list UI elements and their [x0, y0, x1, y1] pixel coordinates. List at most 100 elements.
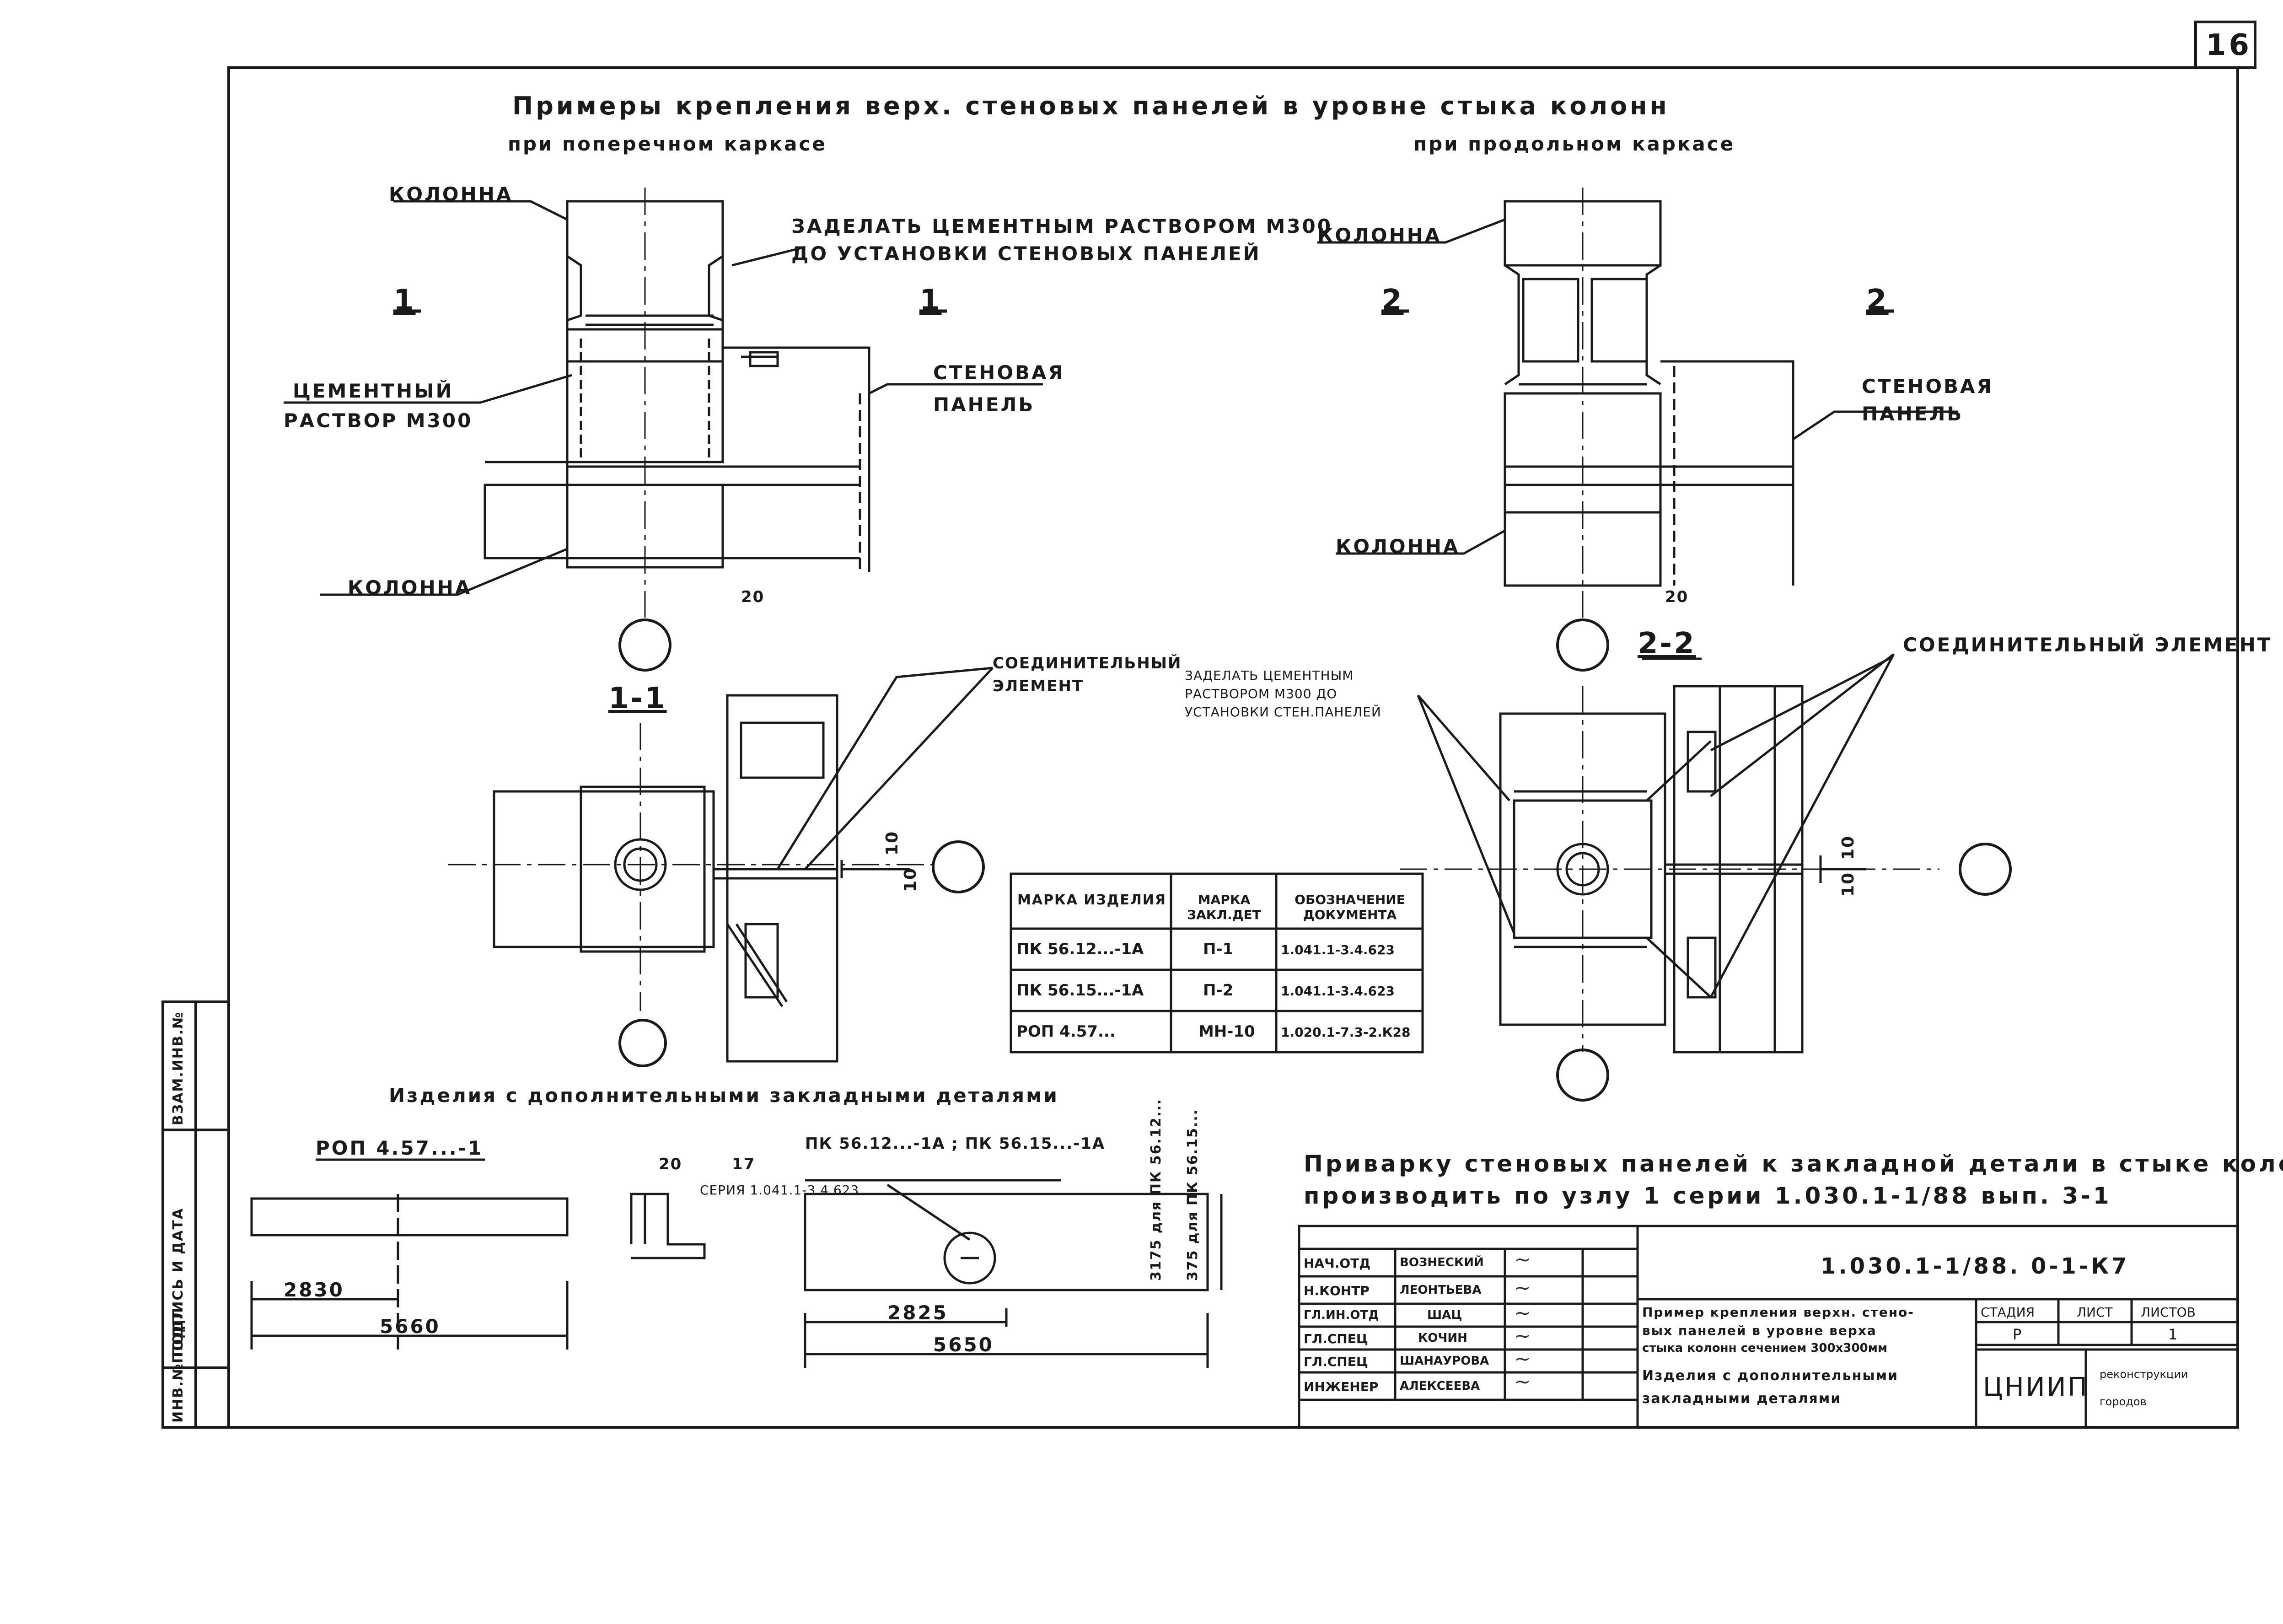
- stamp-role-6: ИНЖЕНЕР: [1304, 1379, 1379, 1394]
- page-title: Примеры крепления верх. стеновых панелей…: [512, 91, 1670, 120]
- label-cut-1-right: 1: [919, 284, 942, 317]
- label-zadelat-1: ЗАДЕЛАТЬ ЦЕМЕНТНЫМ РАСТВОРОМ М300: [791, 215, 1332, 237]
- note-line-2: производить по узлу 1 серии 1.030.1-1/88…: [1304, 1183, 2112, 1209]
- title-block-grid: [1298, 1225, 2239, 1429]
- label-soed-full: СОЕДИНИТЕЛЬНЫЙ ЭЛЕМЕНТ: [1903, 634, 2272, 656]
- stamp-desc-5: закладными деталями: [1642, 1391, 1842, 1407]
- table-header-3: ОБОЗНАЧЕНИЕ ДОКУМЕНТА: [1295, 892, 1405, 922]
- label-zadelat-small-3: УСТАНОВКИ СТЕН.ПАНЕЛЕЙ: [1185, 704, 1381, 720]
- table-header-2: МАРКА ЗАКЛ.ДЕТ: [1187, 892, 1261, 922]
- dim-2830: 2830: [284, 1279, 344, 1301]
- dim-375: 375 для ПК 56.15...: [1185, 1108, 1201, 1281]
- stamp-org-sub2: городов: [2100, 1395, 2147, 1408]
- signature-1: ~: [1514, 1248, 1531, 1271]
- section-2-2: [1400, 653, 1939, 1054]
- dim-3175: 3175 для ПК 56.12...: [1148, 1098, 1164, 1281]
- sheet-frame: [227, 66, 2239, 1429]
- label-kolonna-top-left: КОЛОННА: [389, 183, 513, 205]
- stamp-listov-label: ЛИСТОВ: [2141, 1305, 2196, 1320]
- axis-marker-1b: [932, 840, 985, 893]
- label-kolonna-bottom-left: КОЛОННА: [348, 576, 472, 599]
- axis-marker-2b: [1959, 843, 2012, 896]
- bottom-details: [250, 1158, 1223, 1368]
- label-dim-10-c: 10: [1839, 835, 1858, 860]
- axis-marker-2: [1556, 618, 1609, 672]
- label-zadelat-small-2: РАСТВОРОМ М300 ДО: [1185, 686, 1338, 701]
- signature-2: ~: [1514, 1276, 1531, 1300]
- signature-4: ~: [1514, 1324, 1531, 1348]
- stamp-name-1: ВОЗНЕСКИЙ: [1400, 1256, 1484, 1269]
- stamp-list-label: ЛИСТ: [2077, 1305, 2113, 1320]
- table-cell-r2c3: 1.041.1-3.4.623: [1281, 984, 1395, 999]
- stamp-role-2: Н.КОНТР: [1304, 1283, 1370, 1298]
- stamp-list: 1: [2168, 1326, 2178, 1343]
- stamp-name-6: АЛЕКСЕЕВА: [1400, 1379, 1480, 1393]
- label-zadelat-small-1: ЗАДЕЛАТЬ ЦЕМЕНТНЫМ: [1185, 668, 1354, 683]
- stamp-org: ЦНИИП: [1983, 1372, 2089, 1402]
- stamp-role-1: НАЧ.ОТД: [1304, 1256, 1371, 1271]
- stamp-role-4: ГЛ.СПЕЦ: [1304, 1331, 1368, 1346]
- stamp-stadia-label: СТАДИЯ: [1981, 1305, 2035, 1320]
- parts-table-grid: [1010, 872, 1424, 1054]
- doc-code: 1.030.1-1/88. 0-1-К7: [1821, 1253, 2130, 1279]
- label-seriya: СЕРИЯ 1.041.1-3.4.623: [700, 1183, 859, 1198]
- table-cell-r3c2: МН-10: [1198, 1022, 1255, 1041]
- axis-marker-1c: [618, 1019, 667, 1067]
- label-dim-10-b: 10: [901, 867, 920, 892]
- subtitle-right: при продольном каркасе: [1413, 133, 1735, 155]
- stamp-role-3: ГЛ.ИН.ОТД: [1304, 1308, 1379, 1322]
- note-line-1: Приварку стеновых панелей к закладной де…: [1304, 1151, 2283, 1177]
- label-stenovaya-left-2: ПАНЕЛЬ: [933, 393, 1035, 416]
- table-cell-r2c2: П-2: [1203, 981, 1234, 1000]
- label-section-2-2: 2-2: [1638, 627, 1696, 661]
- label-kolonna-bottom-right: КОЛОННА: [1336, 535, 1460, 558]
- dim-5650: 5650: [933, 1334, 994, 1356]
- stamp-org-sub1: реконструкции: [2100, 1368, 2188, 1381]
- stamp-name-2: ЛЕОНТЬЕВА: [1400, 1283, 1482, 1297]
- label-dim-17-bottom: 17: [732, 1155, 756, 1173]
- side-stamp-podpis: ПОДПИСЬ И ДАТА: [170, 1207, 186, 1363]
- stamp-desc-1: Пример крепления верхн. стено-: [1642, 1305, 1914, 1320]
- label-cut-1-left: 1: [393, 284, 416, 317]
- axis-marker-1: [618, 618, 671, 672]
- table-cell-r3c1: РОП 4.57...: [1016, 1022, 1116, 1041]
- label-rop: РОП 4.57...-1: [316, 1137, 483, 1159]
- label-pk: ПК 56.12...-1А ; ПК 56.15...-1А: [805, 1135, 1106, 1153]
- label-tsem-2: РАСТВОР М300: [284, 409, 473, 432]
- label-dim-20-right: 20: [1665, 588, 1689, 606]
- label-zadelat-2: ДО УСТАНОВКИ СТЕНОВЫХ ПАНЕЛЕЙ: [791, 242, 1261, 265]
- table-cell-r3c3: 1.020.1-7.3-2.К28: [1281, 1025, 1411, 1040]
- sheet-number: 16: [2206, 28, 2252, 62]
- label-stenovaya-left-1: СТЕНОВАЯ: [933, 361, 1065, 384]
- side-stamp-vzam: ВЗАМ.ИНВ.№: [170, 1011, 186, 1125]
- dim-2825: 2825: [887, 1301, 948, 1324]
- stamp-name-4: КОЧИН: [1418, 1331, 1467, 1345]
- signature-6: ~: [1514, 1370, 1531, 1393]
- subtitle-left: при поперечном каркасе: [508, 133, 827, 155]
- stamp-name-5: ШАНАУРОВА: [1400, 1354, 1489, 1368]
- label-dim-10-d: 10: [1839, 871, 1858, 897]
- stamp-stadia: Р: [2013, 1326, 2022, 1343]
- label-dim-10-a: 10: [883, 830, 902, 855]
- label-dim-20-left: 20: [741, 588, 765, 606]
- stamp-desc-3: стыка колонн сечением 300х300мм: [1642, 1341, 1888, 1355]
- stamp-role-5: ГЛ.СПЕЦ: [1304, 1354, 1368, 1369]
- table-cell-r2c1: ПК 56.15...-1А: [1016, 981, 1144, 1000]
- label-tsem-1: ЦЕМЕНТНЫЙ: [293, 380, 454, 402]
- label-kolonna-top-right: КОЛОННА: [1317, 224, 1442, 247]
- section-1-1: [448, 667, 994, 1063]
- sheet-number-box: [2194, 21, 2256, 69]
- table-cell-r1c2: П-1: [1203, 940, 1234, 958]
- signature-5: ~: [1514, 1347, 1531, 1371]
- stamp-desc-2: вых панелей в уровне верха: [1642, 1323, 1877, 1338]
- upper-left-drawing: [284, 188, 1043, 618]
- label-dim-20-bottom: 20: [659, 1155, 682, 1173]
- table-header-1: МАРКА ИЗДЕЛИЯ: [1017, 892, 1166, 908]
- stamp-desc-4: Изделия с дополнительными: [1642, 1368, 1899, 1384]
- upper-right-drawing: [1317, 188, 1958, 618]
- axis-marker-2c: [1556, 1049, 1609, 1102]
- signature-3: ~: [1514, 1301, 1531, 1325]
- label-cut-2-right: 2: [1866, 284, 1889, 317]
- dim-5660: 5660: [380, 1315, 440, 1338]
